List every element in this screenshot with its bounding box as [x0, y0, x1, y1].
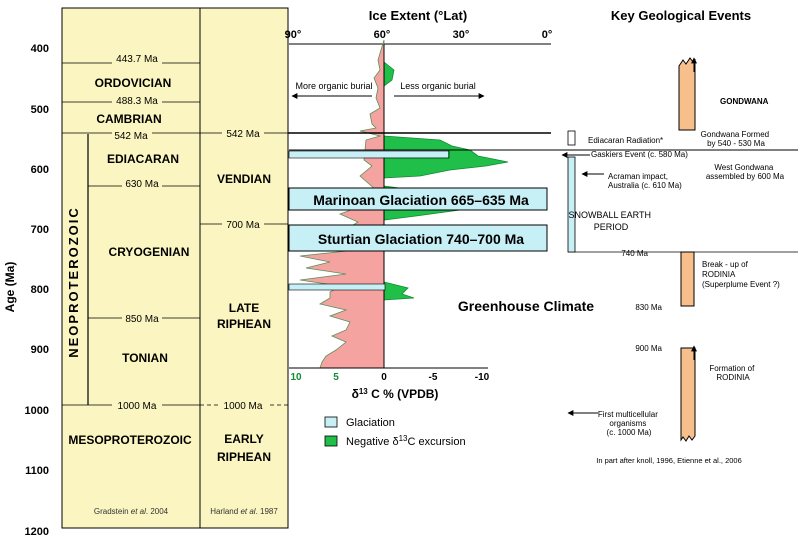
- ice-tick: 90°: [285, 29, 302, 41]
- rodinia-900-date: 900 Ma: [635, 344, 662, 353]
- rodinia-830-date: 830 Ma: [635, 303, 662, 312]
- rodinia-740-date: 740 Ma: [621, 249, 648, 258]
- harland-periods: VENDIAN LATE RIPHEAN EARLY RIPHEAN: [217, 172, 271, 464]
- age-tick: 800: [31, 284, 49, 296]
- sturtian-glaciation-label: Sturtian Glaciation 740–700 Ma: [318, 231, 524, 247]
- neoproterozoic-label: NEOPROTEROZOIC: [66, 206, 81, 358]
- carbon-tick: 5: [333, 372, 339, 383]
- ice-tick: 30°: [453, 29, 470, 41]
- breakup-label: Break - up of RODINIA (Superplume Event …: [702, 260, 780, 289]
- date-label: 443.7 Ma: [116, 54, 158, 65]
- gradstein-credit: Gradstein et al. 2004: [94, 507, 169, 516]
- rodinia-formation-bar: [680, 347, 696, 442]
- period-label: CRYOGENIAN: [109, 245, 190, 259]
- ice-tick: 0°: [542, 29, 553, 41]
- carbon-tick: 10: [290, 372, 302, 383]
- acraman-label: Acraman impact, Australia (c. 610 Ma): [608, 172, 682, 190]
- ediacaran-radiation-label: Ediacaran Radiation*: [588, 136, 663, 145]
- gondwana-formed: Gondwana Formed by 540 - 530 Ma: [701, 130, 772, 148]
- period-label: MESOPROTEROZOIC: [68, 433, 192, 447]
- negative-excursion-area: [383, 61, 395, 87]
- formation-label: Formation of RODINIA: [709, 364, 756, 382]
- age-tick: 600: [31, 164, 49, 176]
- date-label: 542 Ma: [226, 129, 260, 140]
- date-label: 1000 Ma: [118, 401, 157, 412]
- harland-column: [199, 7, 289, 529]
- multicellular-label: First multicellular organisms (c. 1000 M…: [598, 410, 660, 437]
- marinoan-glaciation-band: [288, 187, 548, 211]
- citation: In part after knoll, 1996, Etienne et al…: [596, 456, 742, 465]
- gondwana-bar: [678, 57, 696, 131]
- gradstein-dates: 443.7 Ma 488.3 Ma 542 Ma 630 Ma 850 Ma 1…: [112, 53, 162, 412]
- period-label: VENDIAN: [217, 172, 271, 186]
- age-tick: 1000: [25, 405, 49, 417]
- period-label: RIPHEAN: [217, 317, 271, 331]
- gradstein-column: [61, 7, 201, 529]
- west-gondwana-label: West Gondwana assembled by 600 Ma: [706, 163, 785, 181]
- rodinia-breakup-bar: [680, 251, 695, 307]
- gaskiers-glaciation-outline: [288, 150, 450, 159]
- legend: Glaciation Negative δ13C excursion: [324, 416, 466, 449]
- date-label: 630 Ma: [125, 179, 159, 190]
- legend-excursion-swatch: [324, 435, 338, 447]
- carbon-tick: -5: [429, 372, 438, 383]
- ice-tick: 60°: [374, 29, 391, 41]
- greenhouse-label: Greenhouse Climate: [458, 298, 594, 314]
- period-label: EARLY: [224, 432, 264, 446]
- age-axis-label: Age (Ma): [3, 262, 17, 313]
- age-tick: 1200: [25, 526, 49, 538]
- gradstein-periods: ORDOVICIAN CAMBRIAN EDIACARAN CRYOGENIAN…: [68, 76, 192, 447]
- period-label: EDIACARAN: [107, 152, 179, 166]
- period-label: CAMBRIAN: [96, 112, 161, 126]
- carbon-tick: 0: [381, 372, 387, 383]
- gondwana-label: GONDWANA: [720, 97, 769, 106]
- harland-dates: 542 Ma 700 Ma 1000 Ma: [218, 128, 268, 412]
- date-label: 700 Ma: [226, 220, 260, 231]
- harland-credit: Harland et al. 1987: [210, 507, 278, 516]
- date-label: 850 Ma: [125, 314, 159, 325]
- negative-excursion-area: [383, 281, 415, 301]
- age-tick: 1100: [25, 465, 49, 477]
- legend-excursion-label: Negative δ13C excursion: [346, 434, 466, 449]
- age-tick: 400: [31, 43, 49, 55]
- age-axis-ticks: 400 500 600 700 800 900 1000 1100 1200: [25, 43, 49, 538]
- age-tick: 700: [31, 224, 49, 236]
- sturtian-glaciation-band: [288, 224, 548, 252]
- legend-glaciation-label: Glaciation: [346, 417, 395, 429]
- age-tick: 900: [31, 344, 49, 356]
- age-tick: 500: [31, 104, 49, 116]
- date-label: 542 Ma: [114, 131, 148, 142]
- carbon-ticks: 10 5 0 -5 -10: [290, 372, 489, 383]
- less-burial-label: Less organic burial: [400, 81, 476, 91]
- date-label: 1000 Ma: [224, 401, 263, 412]
- ice-ticks: 90° 60° 30° 0°: [285, 29, 553, 41]
- legend-glaciation-swatch: [324, 416, 338, 428]
- period-label: ORDOVICIAN: [95, 76, 172, 90]
- ediacaran-radiation-box: [567, 130, 576, 146]
- cryogenian-glaciation-outline: [288, 283, 386, 291]
- carbon-axis-label: δ13 C % (VPDB): [352, 387, 439, 402]
- marinoan-glaciation-label: Marinoan Glaciation 665–635 Ma: [313, 192, 529, 208]
- date-label: 488.3 Ma: [116, 96, 158, 107]
- ice-extent-title: Ice Extent (°Lat): [369, 8, 467, 23]
- carbon-tick: -10: [475, 372, 490, 383]
- gaskiers-label: Gaskiers Event (c. 580 Ma): [591, 150, 688, 159]
- period-label: RIPHEAN: [217, 450, 271, 464]
- events-title: Key Geological Events: [611, 8, 751, 23]
- snowball-earth-label: SNOWBALL EARTH PERIOD: [568, 210, 653, 232]
- period-label: TONIAN: [122, 351, 168, 365]
- period-label: LATE: [229, 301, 259, 315]
- more-burial-label: More organic burial: [295, 81, 372, 91]
- snowball-earth-bar: [567, 156, 576, 253]
